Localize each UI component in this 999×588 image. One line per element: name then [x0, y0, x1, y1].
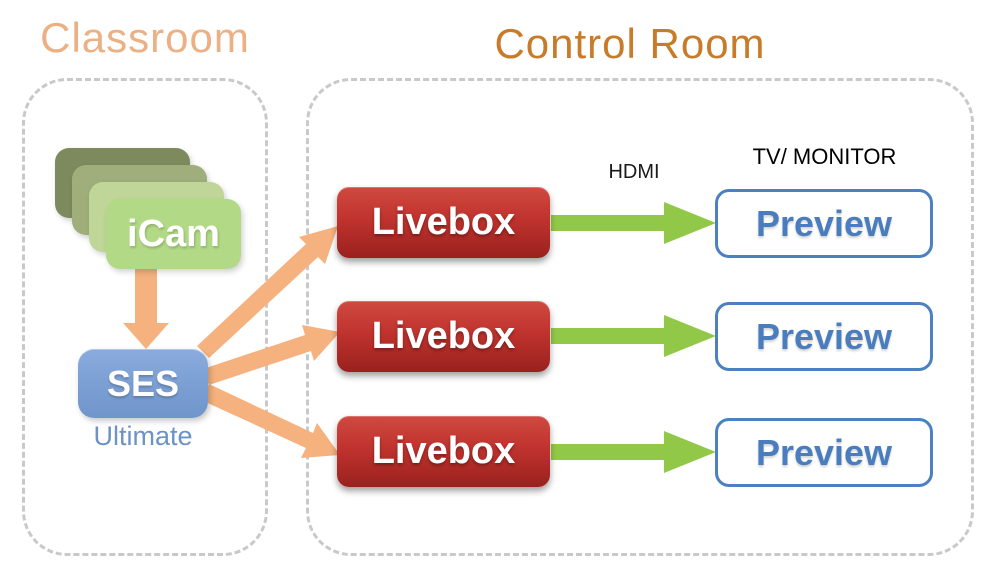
preview-label: Preview	[755, 431, 893, 473]
livebox-label: Livebox	[371, 430, 516, 472]
camera-label: iCam	[127, 212, 220, 255]
livebox-label: Livebox	[371, 315, 516, 357]
tv-monitor-caption: TV/ MONITOR	[752, 144, 897, 169]
livebox-node-3: Livebox	[337, 416, 550, 487]
livebox-node-2: Livebox	[337, 301, 550, 372]
control-room-title: Control Room	[494, 20, 766, 67]
livebox-label: Livebox	[371, 201, 516, 243]
preview-label: Preview	[755, 202, 893, 244]
preview-display-3: Preview	[715, 418, 933, 487]
preview-display-2: Preview	[715, 302, 933, 371]
hdmi-cable-label: HDMI	[608, 161, 660, 183]
camera-card-front: iCam	[106, 199, 241, 269]
ses-server-sublabel: Ultimate	[93, 421, 193, 451]
preview-label: Preview	[755, 315, 893, 357]
livebox-node-1: Livebox	[337, 187, 550, 258]
preview-display-1: Preview	[715, 189, 933, 258]
ses-server-label: SES	[106, 362, 180, 404]
ses-server-box: SES	[78, 349, 208, 418]
classroom-title: Classroom	[40, 14, 250, 61]
